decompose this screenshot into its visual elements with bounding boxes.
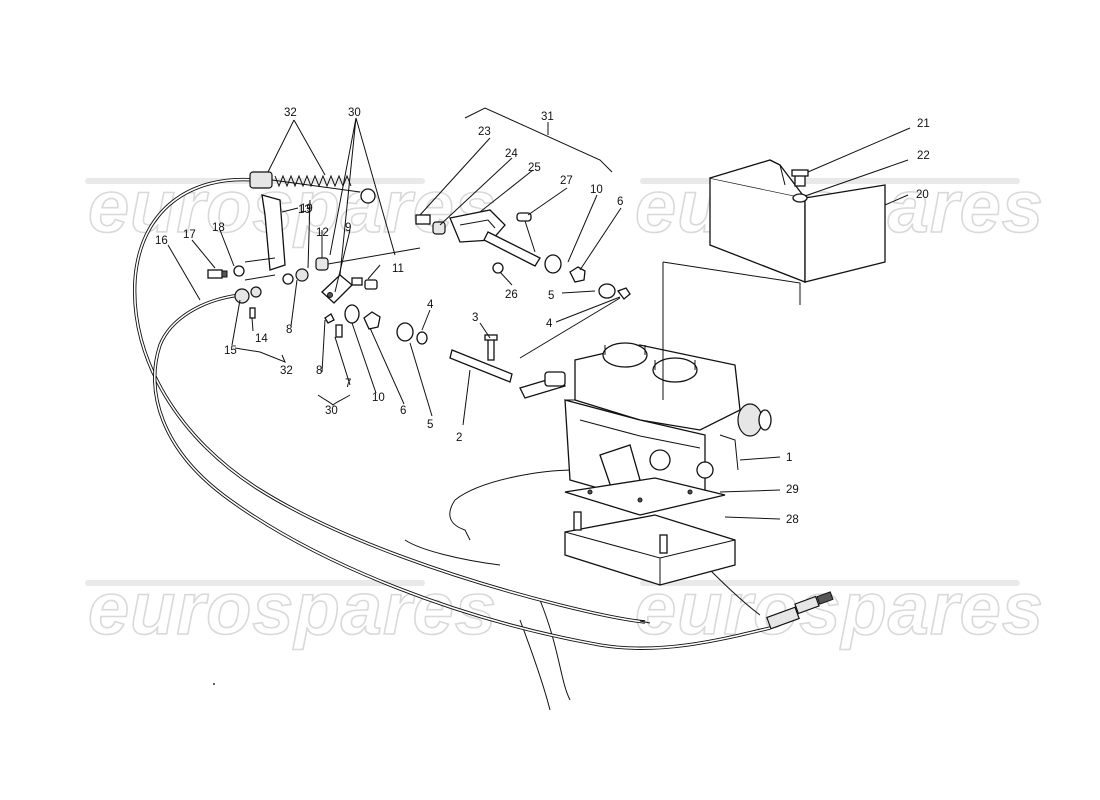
leader-lines: [167, 107, 911, 520]
heat-shield: [709, 159, 886, 283]
callout-13: 13: [298, 204, 311, 216]
callout-28: 28: [786, 514, 799, 526]
callout-6b: 6: [617, 196, 623, 208]
bracket-parts: [207, 257, 309, 319]
callout-31: 31: [541, 111, 554, 123]
callout-24: 24: [505, 148, 518, 160]
callout-10a: 10: [372, 392, 385, 404]
callout-30-bottom: 30: [325, 405, 338, 417]
callout-10b: 10: [590, 184, 603, 196]
lever-parts: [315, 247, 428, 345]
callout-1: 1: [786, 452, 792, 464]
callout-6a: 6: [400, 405, 406, 417]
callout-5b: 5: [548, 290, 554, 302]
callout-11: 11: [392, 263, 404, 275]
callout-29: 29: [786, 484, 799, 496]
stray-dot: [213, 683, 215, 685]
throttle-cable: [132, 177, 834, 650]
engine-bay-outline: [404, 469, 761, 711]
callout-2: 2: [456, 432, 462, 444]
callout-9: 9: [345, 222, 351, 234]
upper-linkage: [415, 209, 631, 300]
callout-26: 26: [505, 289, 518, 301]
shaft-assembly: [449, 334, 513, 383]
callout-32-top: 32: [284, 107, 297, 119]
callout-8b: 8: [286, 324, 292, 336]
callout-19: 19: [300, 203, 313, 215]
watermark-bottom-left: eurospares: [88, 567, 497, 650]
callout-32-bottom: 32: [280, 365, 293, 377]
carburettor-body: [519, 342, 772, 501]
callout-23: 23: [478, 126, 491, 138]
callout-21: 21: [917, 118, 930, 130]
callout-4a: 4: [427, 299, 434, 311]
callout-25: 25: [528, 162, 541, 174]
spring-rod-assembly: [249, 171, 376, 271]
callout-4b: 4: [546, 318, 553, 330]
callout-17: 17: [183, 229, 196, 241]
callout-20: 20: [916, 189, 929, 201]
callout-22: 22: [917, 150, 930, 162]
callout-12: 12: [316, 227, 329, 239]
callout-8a: 8: [316, 365, 322, 377]
gasket-spacer: [564, 477, 736, 586]
callout-30-top: 30: [348, 107, 361, 119]
watermark-bottom-right: eurospares: [635, 567, 1044, 650]
watermark-layer: eurospares eurospares eurospares eurospa…: [85, 164, 1044, 651]
watermark-top-left: eurospares: [88, 165, 497, 248]
callout-14: 14: [255, 333, 268, 345]
callout-labels: 1 2 3 4 4 5 5 6 6 7 8 8 9 10 10 11 12 13…: [155, 107, 930, 526]
callout-5a: 5: [427, 419, 433, 431]
callout-15: 15: [224, 345, 237, 357]
callout-7: 7: [345, 378, 351, 390]
callout-27: 27: [560, 175, 573, 187]
callout-18: 18: [212, 222, 225, 234]
callout-16: 16: [155, 235, 168, 247]
callout-3: 3: [472, 312, 478, 324]
